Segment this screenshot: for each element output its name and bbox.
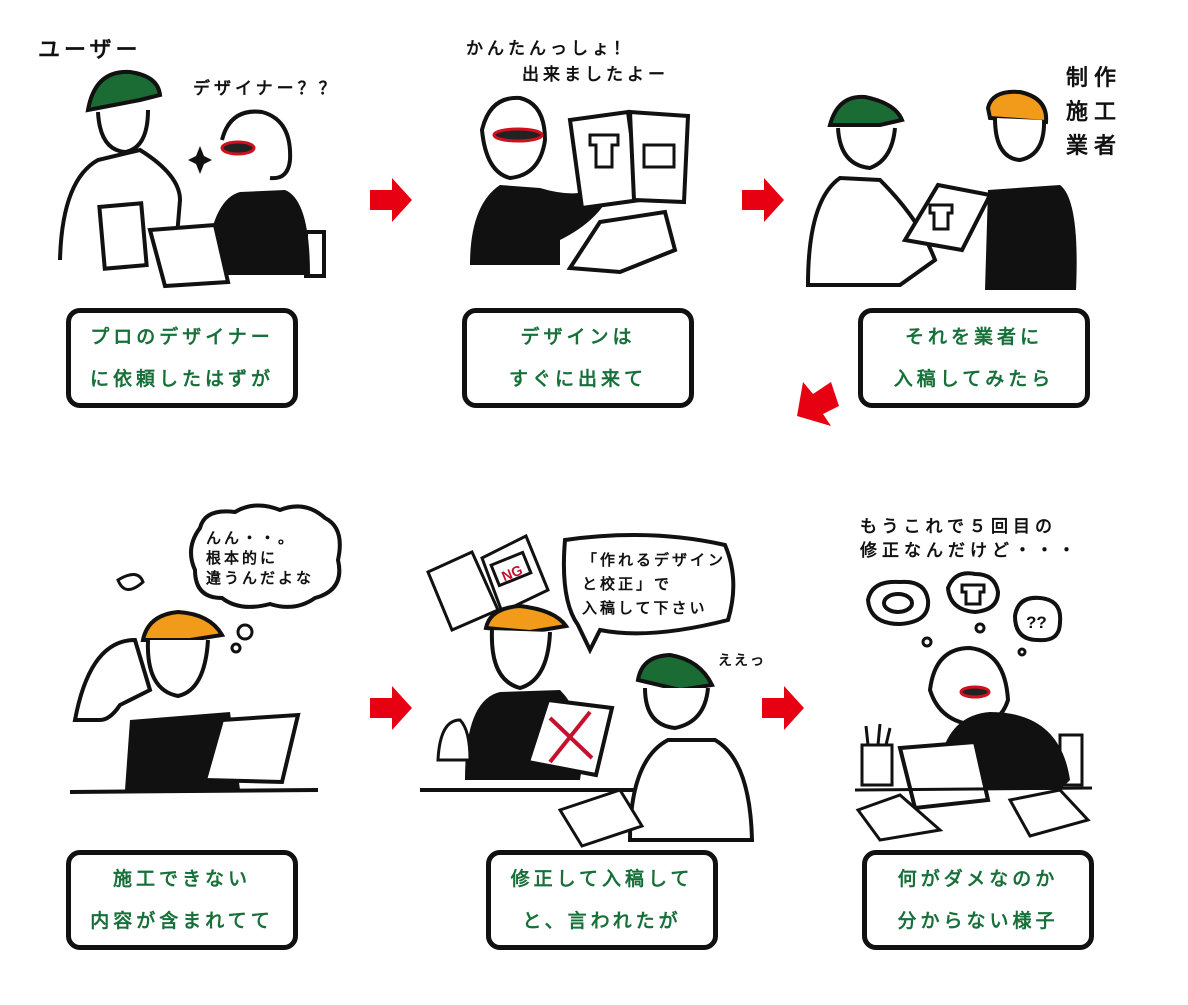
speech-line-1: もうこれで５回目の (860, 517, 1057, 537)
contractor-label: 制 施 業 作 工 者 (1066, 62, 1122, 164)
caption-line-1: 修正して入稿して (510, 868, 694, 890)
arrow-down-left-icon (797, 382, 839, 426)
ng-sign-text: NG (499, 562, 525, 585)
caption-line-2: すぐに出来て (508, 368, 647, 390)
caption-line-2: と、言われたが (522, 910, 682, 932)
caption-line-1: 施工できない (112, 868, 251, 890)
arrow-right-icon (762, 686, 804, 730)
speech-line-2: と校正」で (582, 575, 673, 593)
speech-line-1: かんたんっしょ！ (466, 39, 634, 59)
confused-contractor-illustration (69, 609, 319, 794)
label-char: 業 (1066, 134, 1089, 159)
caption-line-1: デザインは (520, 326, 636, 348)
caption-box-5: 修正して入稿して と、言われたが (486, 850, 718, 950)
caption-box-6: 何がダメなのか 分からない様子 (862, 850, 1094, 950)
handover-illustration (805, 89, 1077, 290)
question-marks-text: ?? (1026, 613, 1047, 632)
thought-line-3: 違うんだよな (206, 569, 315, 587)
caption-line-2: 内容が含まれてて (90, 910, 274, 932)
caption-line-2: に依頼したはずが (89, 368, 274, 390)
speech-line-1: 「作れるデザイン (582, 551, 727, 569)
designer-label: デザイナー？？ (193, 79, 340, 99)
caption-box-4: 施工できない 内容が含まれてて (66, 850, 298, 950)
contractor-speech: 「作れるデザイン と校正」で 入稿して下さい (582, 548, 726, 620)
contractor-thought: んん・・。 根本的に 違うんだよな (206, 528, 314, 588)
thought-line-1: んん・・。 (206, 529, 297, 547)
user-reaction: ええっ (718, 653, 766, 669)
label-char: 者 (1094, 134, 1117, 159)
caption-box-3: それを業者に 入稿してみたら (858, 308, 1090, 408)
arrow-right-icon (370, 686, 412, 730)
user-and-designer-illustration (58, 69, 326, 289)
caption-line-1: 何がダメなのか (897, 868, 1059, 890)
caption-line-2: 入稿してみたら (893, 368, 1055, 390)
user-label: ユーザー (38, 38, 142, 63)
label-char: 工 (1094, 100, 1117, 125)
arrow-right-icon (370, 178, 412, 222)
label-char: 制 (1066, 66, 1089, 91)
speech-bubble (561, 533, 736, 655)
designer-speech: もうこれで５回目の 修正なんだけど・・・ (860, 516, 1080, 562)
caption-line-2: 分からない様子 (897, 910, 1059, 932)
speech-line-3: 入稿して下さい (582, 599, 708, 617)
rejection-illustration: NG (420, 533, 755, 848)
designer-speech: かんたんっしょ！ 出来ましたよー (466, 38, 669, 86)
caption-line-1: プロのデザイナー (90, 326, 274, 348)
designer-presenting-illustration (470, 95, 691, 275)
frustrated-designer-illustration: ?? (854, 571, 1093, 842)
label-char: 施 (1066, 100, 1089, 125)
thought-line-2: 根本的に (206, 549, 279, 567)
caption-box-1: プロのデザイナー に依頼したはずが (66, 308, 298, 408)
speech-line-2: 修正なんだけど・・・ (860, 541, 1080, 561)
label-char: 作 (1094, 66, 1117, 91)
arrow-right-icon (742, 178, 784, 222)
caption-box-2: デザインは すぐに出来て (462, 308, 694, 408)
thought-cloud (116, 503, 342, 654)
speech-line-2: 出来ましたよー (522, 65, 669, 85)
caption-line-1: それを業者に (904, 326, 1043, 348)
